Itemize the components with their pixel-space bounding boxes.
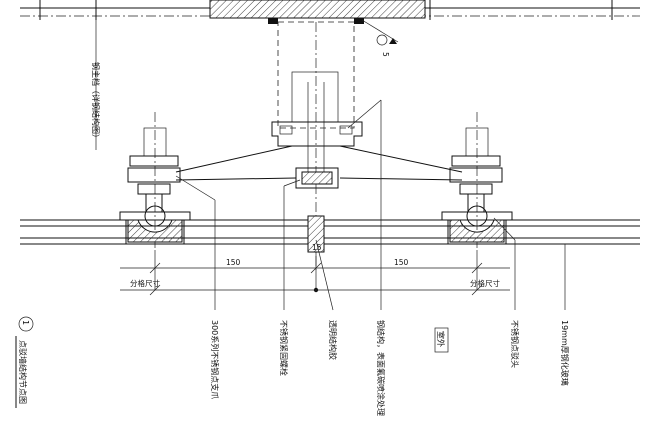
callout-texts: 钢主档（详钢结构图） 300系列不锈钢点支爪 不锈钢紧固螺栓 透明结构胶 钢结构… xyxy=(91,62,570,416)
callout-steel-main: 钢主档（详钢结构图） xyxy=(91,62,101,142)
glass-panes xyxy=(20,219,640,245)
spider-arms xyxy=(175,145,463,181)
grid-size-left: 分格尺寸 xyxy=(130,278,160,288)
callout-sealant: 透明结构胶 xyxy=(328,320,338,360)
dim-left-150: 150 xyxy=(226,258,241,267)
outdoor-label: 室外 xyxy=(434,327,449,353)
dim-joint-15: 15 xyxy=(312,243,322,252)
detail-number: 1 xyxy=(21,320,30,325)
right-fixing-bolt xyxy=(441,112,513,250)
detail-title: 点驳墙结构节点图 xyxy=(18,340,28,404)
callout-spider: 300系列不锈钢点支爪 xyxy=(210,320,220,399)
dimension-lines: 150 150 15 分格尺寸 分格尺寸 xyxy=(120,243,510,296)
dim-right-150: 150 xyxy=(394,258,409,267)
detail-title-block: 1 点驳墙结构节点图 xyxy=(15,316,34,408)
leader-lines xyxy=(95,20,566,311)
grid-size-right: 分格尺寸 xyxy=(470,278,500,288)
callout-steel-structure: 钢结构，表面氟碳喷涂处理 xyxy=(376,320,386,416)
tilt-marker: 5 xyxy=(361,19,399,57)
callout-glass: 19mm厚钢化玻璃 xyxy=(560,320,570,386)
callout-ss-nut: 不锈钢紧固螺栓 xyxy=(279,320,289,376)
tilt-label: 5 xyxy=(381,52,390,57)
callout-ss-joint: 不锈钢点驳头 xyxy=(510,320,520,368)
left-fixing-bolt xyxy=(119,112,191,250)
top-steel-beam xyxy=(20,0,640,24)
center-connector xyxy=(271,21,363,293)
outdoor-text: 室外 xyxy=(436,331,446,347)
